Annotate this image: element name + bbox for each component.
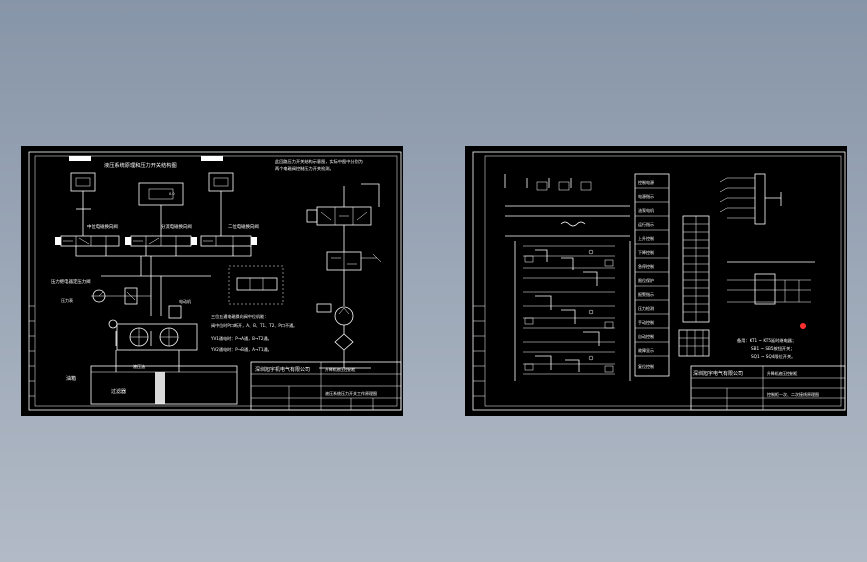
function-label-14: 复位控制 (638, 363, 654, 369)
mid-note-1: 三位五通电磁换向阀中位机能： (211, 313, 268, 319)
oil-label: 液压油 (133, 363, 145, 369)
mid-note-3: YV1通电时：P→A通，B→T2通。 (210, 335, 272, 341)
red-marker (800, 323, 806, 329)
relay-block-upper (719, 173, 782, 225)
pump-motor-unit (108, 319, 198, 351)
function-label-8: 限位保护 (638, 277, 654, 283)
valve-symbol-box (228, 265, 284, 305)
valve-middle-label: 分流电磁换向阀 (161, 223, 192, 230)
svg-text:0.0: 0.0 (169, 192, 175, 196)
hydraulic-schematic-sheet[interactable]: 液压系统原理和压力开关结构图 此回路压力开关结构示意图，实际中图中分别为 两个电… (21, 146, 403, 416)
note-2: SB1 ~ SB5按钮开关； (751, 345, 795, 352)
mid-note-2: 阀中位时P口断开，A、B、T1、T2、P口不通。 (211, 322, 297, 328)
function-label-10: 压力检测 (638, 305, 654, 311)
function-label-11: 手动控制 (638, 319, 654, 325)
pressure-switch-left (69, 156, 96, 210)
solenoid-valve-right (200, 235, 257, 247)
function-label-9: 报警指示 (638, 291, 654, 297)
function-label-6: 下降控制 (638, 249, 654, 255)
function-label-13: 故障显示 (638, 347, 654, 353)
function-label-3: 油泵电机 (638, 207, 654, 213)
solenoid-valve-left (55, 235, 120, 247)
gauge-label: 压力表 (61, 297, 73, 303)
pressure-switch-middle: 0.0 (138, 182, 184, 221)
company-name: 深圳旭宇机电气有限公司 (255, 366, 310, 373)
function-label-12: 自动控制 (638, 333, 654, 339)
function-label-5: 上升控制 (638, 235, 654, 241)
title-block (250, 361, 402, 411)
pump-detail (316, 303, 371, 369)
note-1: 备用：KT1 ~ KT5延时继电器； (737, 337, 796, 344)
pressure-switch-right (201, 156, 234, 209)
drawing-title: 控制柜一次、二次接线原理图 (767, 391, 819, 397)
top-note-2: 两个电磁阀控制压力开关检测。 (275, 165, 334, 172)
mid-note-4: YV2通电时：P→B通，A→T1通。 (210, 346, 272, 352)
tank-label: 油箱 (66, 375, 76, 382)
relief-label: 压力继电器定压力阀 (51, 278, 91, 285)
power-bus (504, 174, 630, 237)
note-3: SQ1 ~ SQ4限位开关。 (751, 353, 795, 360)
project-name: 升降机液压控制柜 (325, 367, 356, 372)
drawing-frame (472, 151, 846, 411)
relay-block-lower (727, 261, 815, 305)
pressure-gauge (92, 289, 106, 303)
function-label-7: 急停控制 (638, 263, 654, 269)
terminal-strip (678, 215, 710, 357)
electrical-schematic-sheet[interactable]: 控制电源 电源指示 油泵电机 运行指示 上升控制 下降控制 急停控制 限位保护 … (465, 146, 847, 416)
revision-column (29, 305, 35, 397)
valve-detail-upper (306, 183, 380, 226)
project-name: 升降机液压控制柜 (767, 371, 798, 376)
drawing-title: 液压系统压力开关工作原理图 (325, 390, 377, 396)
relief-valve (124, 287, 182, 319)
filter-label: 过滤器 (111, 388, 126, 395)
valve-right-label: 二位电磁换向阀 (228, 223, 259, 230)
top-note-1: 此回路压力开关结构示意图，实际中图中分别为 (275, 158, 363, 165)
function-label-1: 控制电源 (638, 179, 654, 185)
function-label-column (634, 173, 670, 377)
oil-tank (90, 350, 238, 405)
valve-detail-lower (326, 225, 382, 306)
drawing-frame (28, 151, 402, 411)
revision-column (473, 305, 485, 397)
title-block (690, 365, 846, 411)
solenoid-valve-middle (125, 235, 197, 247)
pump-motor-label: 电动机 (179, 298, 191, 304)
function-label-4: 运行指示 (638, 221, 654, 227)
ladder-rungs (514, 241, 631, 381)
company-name: 深圳旭宇电气有限公司 (693, 370, 743, 377)
inner-frame (484, 155, 842, 407)
valve-left-label: 中位电磁换向阀 (87, 223, 118, 230)
hydraulic-title: 液压系统原理和压力开关结构图 (104, 161, 177, 169)
hydraulic-piping (75, 209, 252, 346)
function-label-2: 电源指示 (638, 193, 654, 199)
